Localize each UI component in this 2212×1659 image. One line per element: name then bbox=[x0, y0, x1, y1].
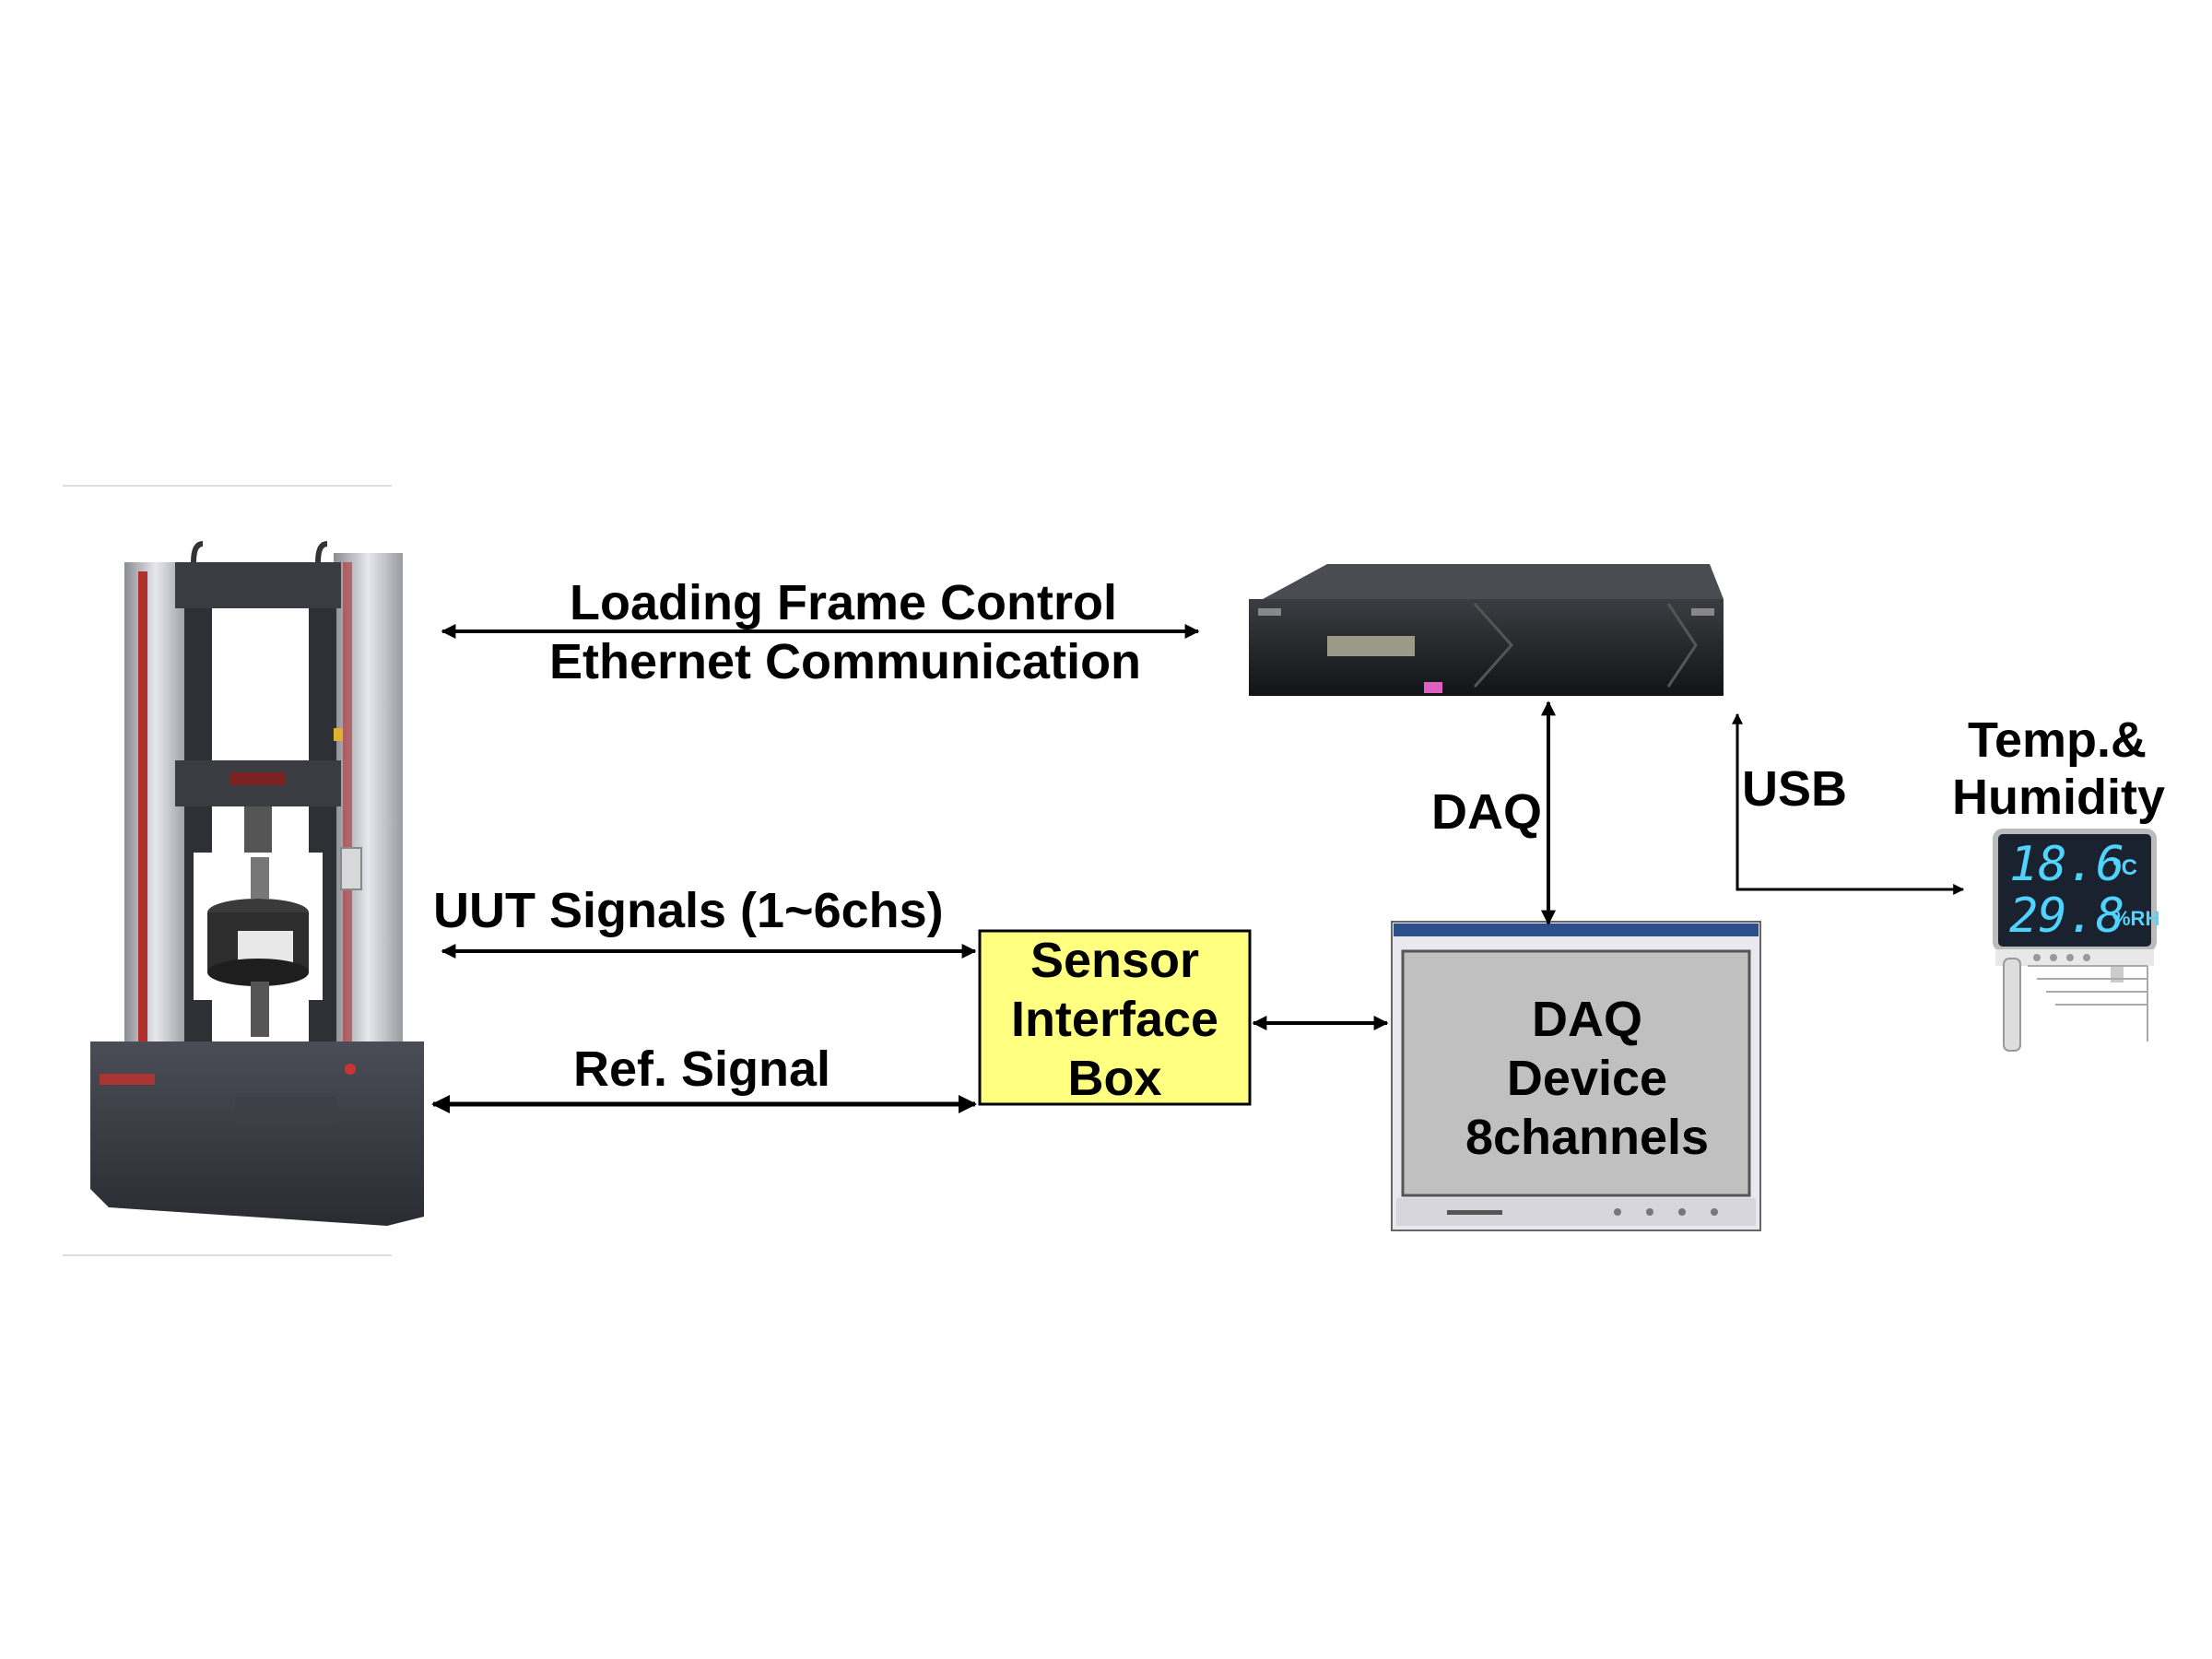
daq-device-line3: 8channels bbox=[1465, 1110, 1710, 1165]
sensor-interface-box bbox=[978, 929, 1252, 1106]
daq-device-line2: Device bbox=[1506, 1051, 1668, 1106]
ethernet-label-line1: Loading Frame Control bbox=[570, 575, 1117, 630]
sensor-box-line3: Box bbox=[1067, 1051, 1162, 1106]
temp-humidity-label-line1: Temp.& bbox=[1968, 712, 2147, 768]
humidity-reading: 29.8 bbox=[2009, 888, 2125, 944]
ref-signal-label: Ref. Signal bbox=[573, 1041, 831, 1097]
temp-humidity-label-line2: Humidity bbox=[1952, 770, 2166, 825]
controller-server-icon bbox=[1249, 564, 1724, 696]
temp-humidity-sensor-icon bbox=[1993, 829, 2157, 1052]
sensor-box-line2: Interface bbox=[1010, 992, 1219, 1047]
daq-device-icon bbox=[1391, 921, 1761, 1231]
daq-link-label: DAQ bbox=[1431, 784, 1542, 840]
temperature-reading: 18.6 bbox=[2009, 837, 2125, 892]
usb-link-arrow bbox=[1732, 712, 1965, 895]
uut-signals-label: UUT Signals (1~6chs) bbox=[433, 883, 944, 938]
ethernet-label-line2: Ethernet Communication bbox=[549, 634, 1142, 689]
humidity-unit: %RH bbox=[2112, 907, 2160, 930]
sensor-box-line1: Sensor bbox=[1030, 933, 1200, 988]
usb-link-label: USB bbox=[1742, 761, 1848, 817]
daq-device-line1: DAQ bbox=[1532, 992, 1642, 1047]
temperature-unit: °C bbox=[2112, 855, 2137, 880]
loading-frame-machine-icon bbox=[63, 485, 424, 1256]
